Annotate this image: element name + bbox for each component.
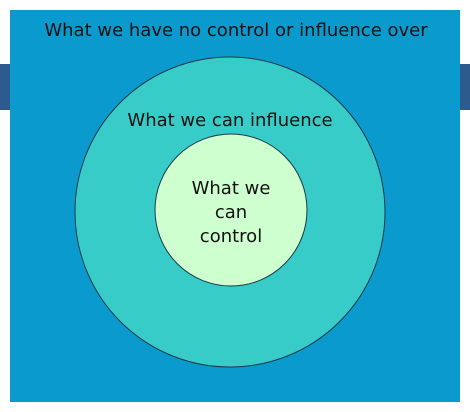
inner-label-line-1: What we (192, 178, 271, 199)
inner-label-line-2: can (215, 202, 247, 223)
inner-label-line-3: control (200, 226, 262, 247)
outer-label: What we have no control or influence ove… (44, 20, 428, 41)
middle-label: What we can influence (127, 110, 332, 131)
control-circle (154, 133, 308, 287)
